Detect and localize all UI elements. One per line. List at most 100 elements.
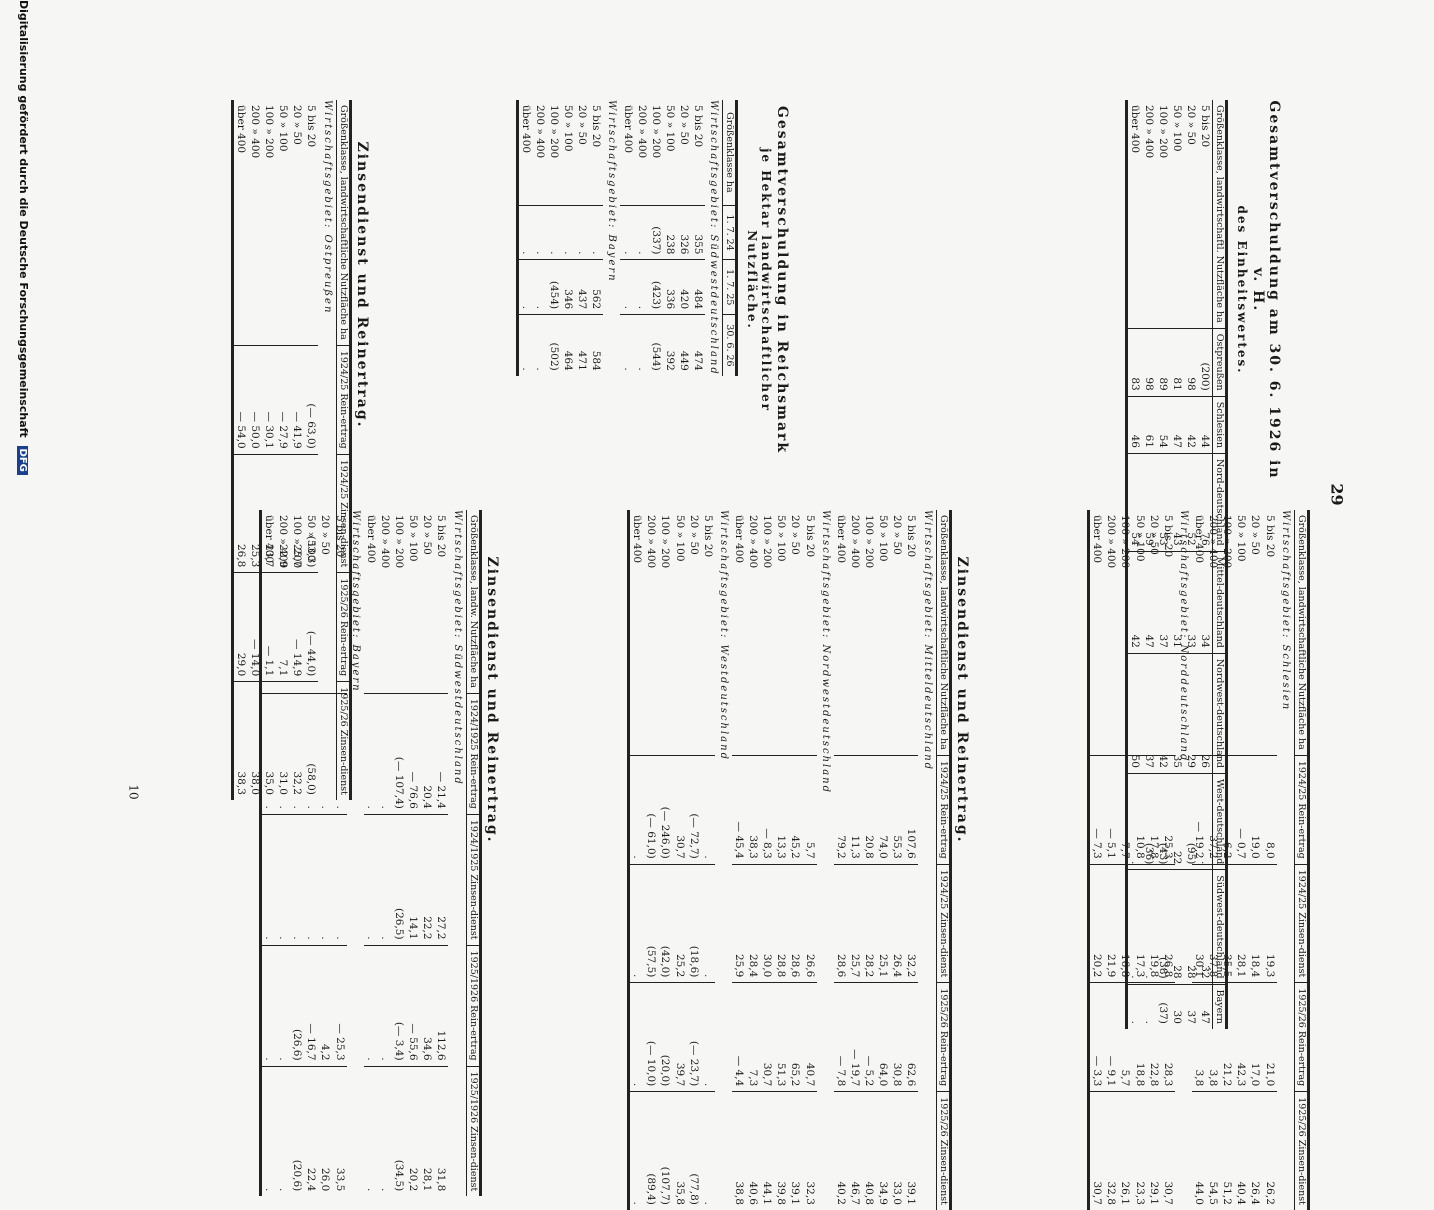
table-cell: . xyxy=(290,693,305,815)
row-label: 50 » 100 xyxy=(1170,105,1183,152)
table-cell: 392 xyxy=(662,314,677,376)
row-label: 5 bis 20 xyxy=(803,515,816,558)
column-header: 30. 6. 26 xyxy=(722,314,737,376)
table-gesamtverschuldung-prozent: Gesamtverschuldung am 30. 6. 1926 in v. … xyxy=(1124,100,1282,1029)
table-cell: 32,3 xyxy=(802,1091,817,1210)
table-cell: 65,2 xyxy=(788,982,803,1092)
table-cell: (20,0) xyxy=(658,982,673,1092)
table-cell: 26,8 xyxy=(232,454,249,573)
row-label: 100 » 200 xyxy=(263,105,276,159)
table-cell: 35,8 xyxy=(672,1091,687,1210)
table-cell: 16,8 xyxy=(1118,864,1133,983)
table-cell: (20,6) xyxy=(290,1066,305,1197)
table-cell: . xyxy=(634,205,649,260)
row-label: 200 » 400 xyxy=(249,105,262,159)
table-cell: . xyxy=(378,814,393,946)
table-cell: 38,3 xyxy=(746,755,761,865)
table-cell: 34,9 xyxy=(876,1091,891,1210)
region-header: Wirtschaftsgebiet: Bayern xyxy=(603,100,621,376)
table-cell: . xyxy=(260,945,277,1067)
row-label: über 400 xyxy=(733,515,746,564)
table-cell: 28,6 xyxy=(788,864,803,983)
table-subtitle: je Hektar landwirtschaftlicher Nutzfläch… xyxy=(745,148,773,412)
table-cell: . xyxy=(364,1066,379,1197)
table-cell: 18,8 xyxy=(1132,982,1147,1092)
column-header: Größenklasse, landwirtschaftliche Nutzfl… xyxy=(1294,510,1309,756)
table-cell: . xyxy=(700,1091,715,1210)
table-row: 200 » 400... xyxy=(532,100,547,376)
table-row: 200 » 400.... xyxy=(378,510,393,1197)
column-header: Größenklasse, landw. Nutzfläche ha xyxy=(466,510,481,694)
table-cell: 326 xyxy=(676,205,691,260)
column-header: 1924/25 Zinsen-dienst xyxy=(936,864,951,983)
row-label: 100 » 200 xyxy=(1119,515,1132,569)
column-header: 1924/1925 Zinsen-dienst xyxy=(466,814,481,946)
row-label: über 400 xyxy=(263,515,276,564)
column-header: 1925/26 Zinsen-dienst xyxy=(936,1091,951,1210)
table-cell: (200) xyxy=(1197,328,1213,397)
region-label: Wirtschaftsgebiet: Südwestdeutschland xyxy=(451,510,463,786)
table-cell: 4,2 xyxy=(318,945,333,1067)
table-cell: (18,6) xyxy=(686,864,701,983)
dfg-logo-icon: DFG xyxy=(17,445,28,475)
table-row: 100 » 200(— 107,4)(26,5)(— 3,4)(34,5) xyxy=(392,510,407,1197)
table-row: über 400.... xyxy=(260,510,277,1197)
row-label: über 400 xyxy=(1128,105,1141,154)
table-cell: 28,8 xyxy=(774,864,789,983)
table-cell: 44,0 xyxy=(1192,1091,1207,1210)
table-cell: 98 xyxy=(1183,328,1198,397)
region-header: Wirtschaftsgebiet: Südwestdeutschland xyxy=(448,510,466,1196)
row-label: 200 » 400 xyxy=(635,105,648,159)
table-cell: 22,8 xyxy=(1146,982,1161,1092)
table-cell: . xyxy=(634,314,649,376)
table-cell: . xyxy=(560,205,575,260)
page-number-top: 29 xyxy=(1327,483,1347,506)
table-cell: 54,5 xyxy=(1206,1091,1221,1210)
table-cell: 464 xyxy=(560,314,575,376)
row-label: 50 » 100 xyxy=(561,105,574,152)
table-zinsendienst-ostpreussen: Zinsendienst und Reinertrag. Größenklass… xyxy=(231,100,370,800)
region-header: Wirtschaftsgebiet: Mitteldeutschland xyxy=(918,510,936,1210)
table-cell: 22,2 xyxy=(420,814,435,946)
table-cell: (454) xyxy=(546,259,561,315)
table-cell: 35,5 xyxy=(1220,864,1235,983)
region-header: Wirtschaftsgebiet: Bayern xyxy=(347,510,365,1196)
row-label: 50 » 100 xyxy=(663,105,676,152)
row-label: über 400 xyxy=(235,105,248,154)
table-cell: 437 xyxy=(574,259,589,315)
row-label: 5 bis 20 xyxy=(905,515,918,558)
table-cell: . xyxy=(628,982,645,1092)
table-cell: — 5,2 xyxy=(862,982,877,1092)
table-cell: 40,6 xyxy=(746,1091,761,1210)
table-cell: 474 xyxy=(690,314,705,376)
column-header: 1924/25 Rein-ertrag xyxy=(1294,755,1309,865)
row-label: 5 bis 20 xyxy=(589,105,602,148)
table-cell: (57,5) xyxy=(644,864,659,983)
table-cell: 19,3 xyxy=(1262,864,1277,983)
table-cell: . xyxy=(517,314,533,376)
table-cell: . xyxy=(517,259,533,315)
table-cell: 33,5 xyxy=(332,1066,347,1197)
table-cell: 18,4 xyxy=(1248,864,1263,983)
table-cell: . xyxy=(378,693,393,815)
table-cell: — 16,7 xyxy=(304,945,319,1067)
region-label: Wirtschaftsgebiet: Norddeutschland xyxy=(1178,510,1190,763)
table-cell: — 25,3 xyxy=(332,945,347,1067)
row-label: 5 bis 20 xyxy=(701,515,714,558)
table-cell: 89 xyxy=(1155,328,1170,397)
column-header: 1. 7. 25 xyxy=(722,259,737,315)
table-cell: . xyxy=(260,814,277,946)
region-label: Wirtschaftsgebiet: Nordwestdeutschland xyxy=(820,510,832,795)
row-label: 50 » 100 xyxy=(673,515,686,562)
row-label: 100 » 200 xyxy=(649,105,662,159)
table-cell: 420 xyxy=(676,259,691,315)
row-label: 100 » 200 xyxy=(863,515,876,569)
table-cell: 562 xyxy=(588,259,603,315)
